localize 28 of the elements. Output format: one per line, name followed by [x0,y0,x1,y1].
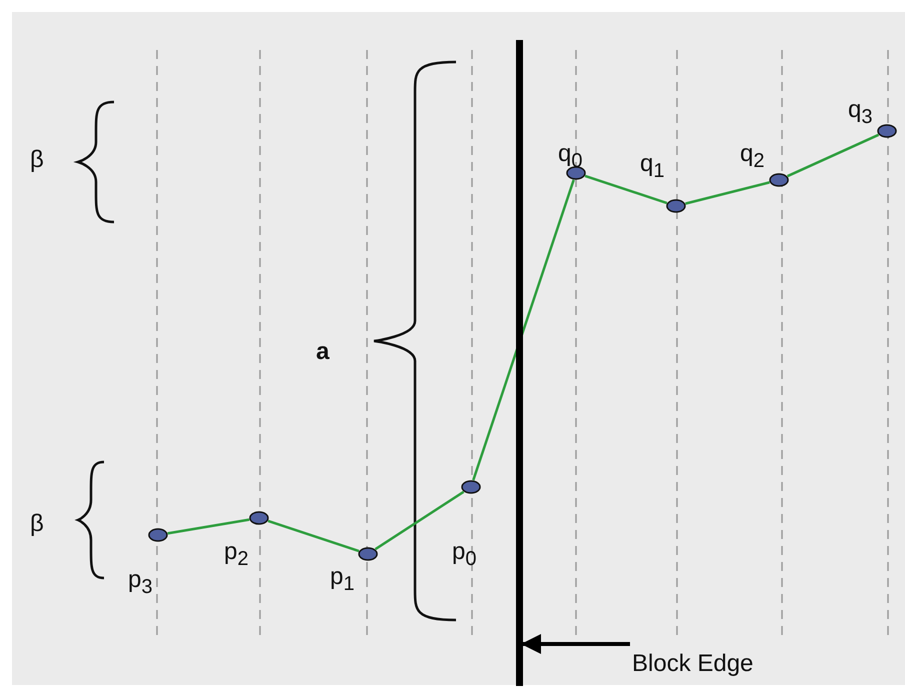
point-label: p$_{0}$ [452,540,476,569]
brace-label: β [30,512,44,536]
data-point [769,173,789,187]
data-point [358,547,378,561]
data-point [461,480,481,494]
brace-label: β [30,148,44,172]
connecting-line [168,518,250,535]
data-point [666,199,686,213]
connecting-line [472,179,575,481]
data-point [566,166,586,180]
point-label: q$_{0}$ [558,142,582,171]
data-point [148,528,168,542]
point-label: q$_{1}$ [640,152,664,181]
data-point [249,511,269,525]
point-label: p$_{3}$ [128,568,152,597]
point-label: p$_{1}$ [330,565,354,594]
connecting-line [374,490,464,550]
point-label: q$_{3}$ [848,98,872,127]
pointer-arrow [521,634,630,654]
data-point [877,124,897,138]
connecting-line [786,134,880,178]
point-label: q$_{2}$ [740,142,764,171]
connecting-line [584,174,668,204]
brace-label: a [316,340,330,364]
point-label: p$_{2}$ [224,540,248,569]
connecting-line [268,520,360,552]
connecting-line [685,181,770,205]
block-edge-label: Block Edge [632,652,754,676]
